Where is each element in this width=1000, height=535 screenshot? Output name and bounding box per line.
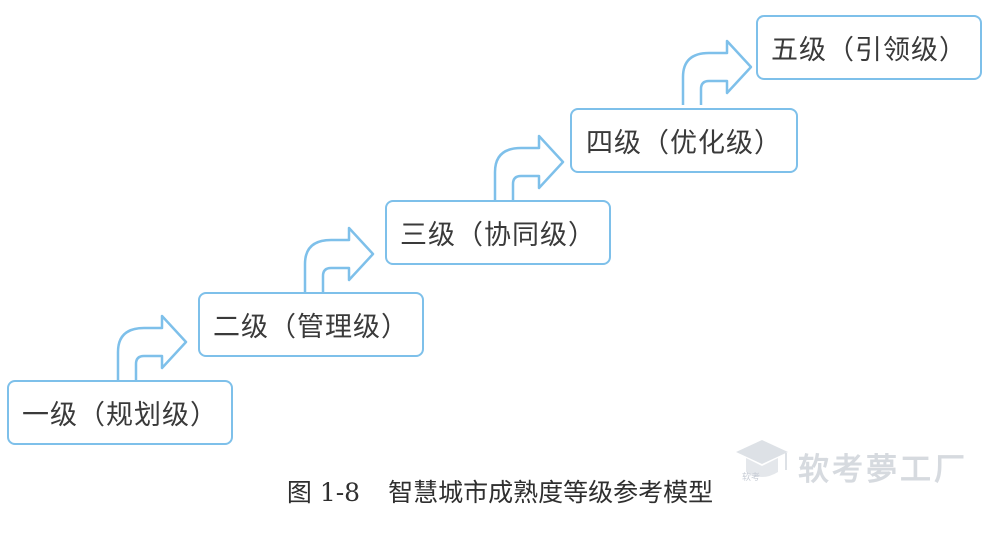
level-box-3: 三级（协同级） [385,200,611,265]
level-box-2: 二级（管理级） [198,292,424,357]
arrow-4-to-5 [681,39,753,107]
figure-title: 智慧城市成熟度等级参考模型 [388,478,714,507]
arrow-1-to-2 [116,314,188,382]
level-label-4: 四级（优化级） [586,128,782,159]
figure-caption: 图 1-8 智慧城市成熟度等级参考模型 [0,473,1000,513]
level-box-4: 四级（优化级） [570,108,798,173]
level-box-5: 五级（引领级） [756,15,982,80]
arrow-3-to-4 [493,134,565,202]
watermark-logo: 软考 软考夢工厂 [728,430,990,502]
arrow-2-to-3 [303,226,375,294]
level-label-3: 三级（协同级） [400,220,596,251]
level-label-5: 五级（引领级） [771,35,967,66]
level-box-1: 一级（规划级） [7,380,233,445]
watermark-sub-text: 软考 [742,473,761,483]
watermark-text: 软考夢工厂 [798,452,968,488]
figure-number: 图 1-8 [286,478,361,507]
level-label-1: 一级（规划级） [22,400,218,431]
graduation-cap-icon [736,440,788,477]
level-label-2: 二级（管理级） [213,312,409,343]
